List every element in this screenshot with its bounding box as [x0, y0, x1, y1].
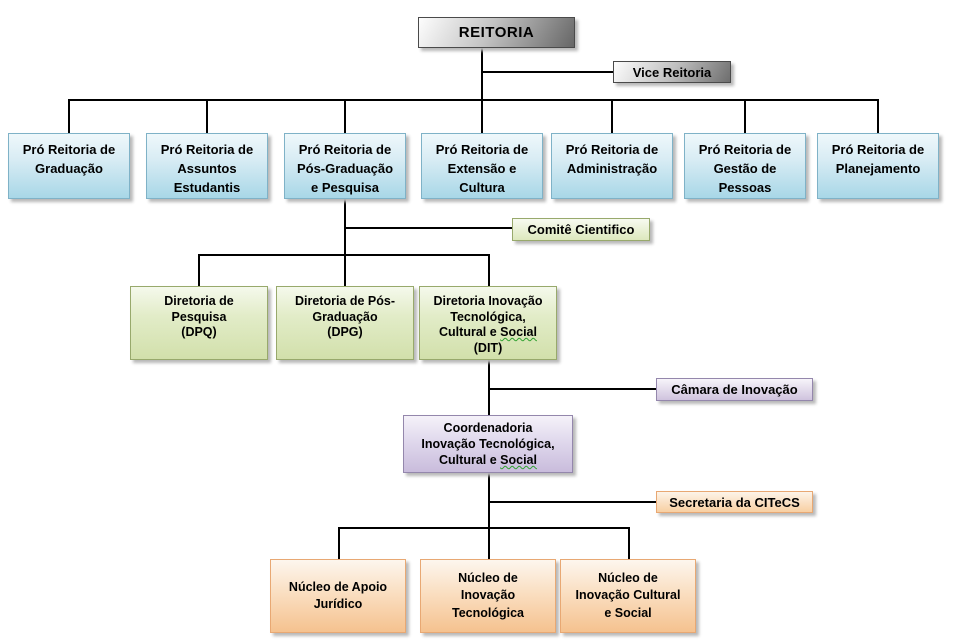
box-diretoria-pesquisa: Diretoria de Pesquisa (DPQ)	[130, 286, 268, 360]
connector-line-vertical	[877, 99, 879, 134]
box-nucleo-tecnologica: Núcleo de Inovação Tecnológica	[420, 559, 556, 633]
connector-line-vertical	[611, 99, 613, 134]
box-pro-administracao: Pró Reitoria de Administração	[551, 133, 673, 199]
box-pro-extensao: Pró Reitoria de Extensão e Cultura	[421, 133, 543, 199]
connector-line-horizontal	[68, 99, 879, 101]
box-pro-planejamento-label: Pró Reitoria de Planejamento	[831, 142, 925, 176]
box-pro-pos-graduacao: Pró Reitoria de Pós-Graduação e Pesquisa	[284, 133, 406, 199]
box-nucleo-juridico-label: Núcleo de Apoio Jurídico	[288, 579, 388, 612]
connector-line-vertical	[198, 254, 200, 287]
connector-line-horizontal	[488, 388, 656, 390]
box-pro-gestao-pessoas-label: Pró Reitoria de Gestão de Pessoas	[698, 142, 792, 195]
box-reitoria-label: REITORIA	[458, 24, 535, 41]
box-pro-pos-graduacao-label: Pró Reitoria de Pós-Graduação e Pesquisa	[296, 142, 394, 195]
connector-line-vertical	[344, 254, 346, 287]
box-vice-reitoria: Vice Reitoria	[613, 61, 731, 83]
connector-line-vertical	[744, 99, 746, 134]
box-pro-graduacao: Pró Reitoria de Graduação	[8, 133, 130, 199]
box-pro-gestao-pessoas: Pró Reitoria de Gestão de Pessoas	[684, 133, 806, 199]
box-reitoria: REITORIA	[418, 17, 575, 48]
connector-line-vertical	[338, 527, 340, 560]
box-vice-reitoria-label: Vice Reitoria	[632, 64, 712, 80]
box-secretaria-citecs-label: Secretaria da CITeCS	[669, 494, 800, 510]
box-nucleo-cultural: Núcleo de Inovação Cultural e Social	[560, 559, 696, 633]
box-comite-cientifico: Comitê Cientifico	[512, 218, 650, 241]
box-camara-inovacao: Câmara de Inovação	[656, 378, 813, 401]
box-nucleo-tecnologica-label: Núcleo de Inovação Tecnológica	[451, 570, 524, 620]
box-comite-cientifico-label: Comitê Cientifico	[527, 222, 635, 237]
connector-line-vertical	[488, 254, 490, 287]
box-secretaria-citecs: Secretaria da CITeCS	[656, 491, 813, 513]
box-coordenadoria-label: Coordenadoria Inovação Tecnológica, Cult…	[421, 421, 555, 467]
box-pro-extensao-label: Pró Reitoria de Extensão e Cultura	[435, 142, 529, 195]
connector-line-vertical	[344, 99, 346, 134]
box-pro-planejamento: Pró Reitoria de Planejamento	[817, 133, 939, 199]
connector-line-horizontal	[338, 527, 630, 529]
connector-line-vertical	[481, 47, 483, 100]
box-camara-inovacao-label: Câmara de Inovação	[671, 382, 798, 397]
box-pro-assuntos-label: Pró Reitoria de Assuntos Estudantis	[160, 142, 254, 195]
box-coordenadoria: Coordenadoria Inovação Tecnológica, Cult…	[403, 415, 573, 473]
connector-line-vertical	[481, 99, 483, 134]
connector-line-vertical	[488, 527, 490, 560]
box-diretoria-inovacao-label: Diretoria Inovação Tecnológica, Cultural…	[433, 294, 543, 355]
connector-line-vertical	[68, 99, 70, 134]
box-pro-assuntos: Pró Reitoria de Assuntos Estudantis	[146, 133, 268, 199]
connector-line-horizontal	[488, 501, 656, 503]
box-diretoria-pos-grad: Diretoria de Pós- Graduação (DPG)	[276, 286, 414, 360]
box-pro-administracao-label: Pró Reitoria de Administração	[565, 142, 659, 176]
connector-line-horizontal	[344, 227, 512, 229]
box-pro-graduacao-label: Pró Reitoria de Graduação	[22, 142, 116, 176]
box-diretoria-pesquisa-label: Diretoria de Pesquisa (DPQ)	[164, 294, 234, 339]
connector-line-horizontal	[481, 71, 613, 73]
connector-line-vertical	[628, 527, 630, 560]
box-diretoria-inovacao: Diretoria Inovação Tecnológica, Cultural…	[419, 286, 557, 360]
connector-line-vertical	[206, 99, 208, 134]
box-nucleo-cultural-label: Núcleo de Inovação Cultural e Social	[575, 570, 681, 620]
box-nucleo-juridico: Núcleo de Apoio Jurídico	[270, 559, 406, 633]
box-diretoria-pos-grad-label: Diretoria de Pós- Graduação (DPG)	[294, 294, 396, 339]
